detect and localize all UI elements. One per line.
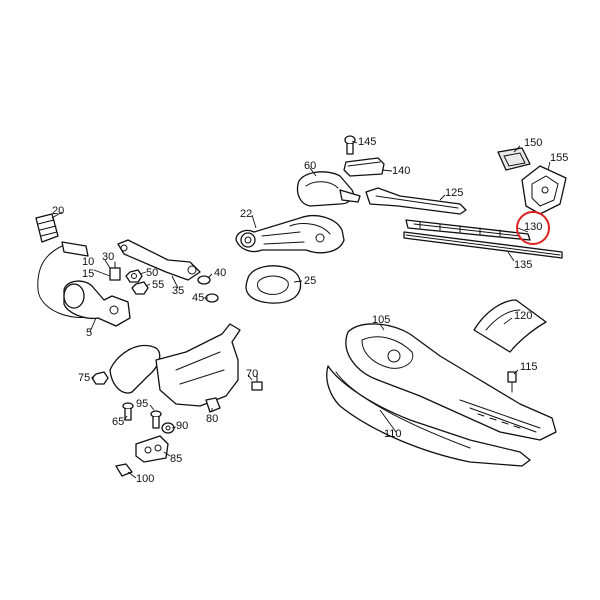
callout-100[interactable]: 100 — [136, 473, 155, 485]
callout-35[interactable]: 35 — [172, 285, 185, 297]
callout-150[interactable]: 150 — [524, 137, 543, 149]
part-140-cover — [343, 157, 385, 177]
callout-140[interactable]: 140 — [392, 165, 411, 177]
part-5-wiper-motor — [63, 280, 131, 327]
callout-105[interactable]: 105 — [372, 314, 391, 326]
highlight-ring — [516, 211, 550, 245]
callout-135[interactable]: 135 — [514, 259, 533, 271]
callout-75[interactable]: 75 — [78, 372, 91, 384]
callout-85[interactable]: 85 — [170, 453, 183, 465]
callout-130[interactable]: 130 — [524, 221, 543, 233]
callout-45[interactable]: 45 — [192, 292, 205, 304]
part-115-screw — [507, 371, 517, 393]
part-20-boot — [35, 213, 59, 243]
part-125-wiper-arm — [365, 187, 467, 215]
part-70-screw — [251, 373, 263, 391]
part-110-cowl-panel — [326, 365, 531, 467]
callout-80[interactable]: 80 — [206, 413, 219, 425]
part-80-clip — [205, 397, 221, 413]
callout-10[interactable]: 10 — [82, 256, 95, 268]
part-65-bolt — [122, 402, 134, 421]
callout-50[interactable]: 50 — [146, 267, 159, 279]
callout-5[interactable]: 5 — [86, 327, 93, 339]
leader-lines — [51, 140, 551, 479]
part-100-clip — [115, 463, 133, 477]
callout-25[interactable]: 25 — [304, 275, 317, 287]
part-150-clip — [497, 147, 531, 171]
callout-60[interactable]: 60 — [304, 160, 317, 172]
part-95-bolt — [150, 410, 162, 429]
callout-30[interactable]: 30 — [102, 251, 115, 263]
part-50-55-nuts — [125, 269, 149, 295]
part-120-seal — [473, 299, 547, 353]
callout-15[interactable]: 15 — [82, 268, 95, 280]
callout-22[interactable]: 22 — [240, 208, 253, 220]
part-30-fitting — [109, 261, 121, 281]
callout-125[interactable]: 125 — [445, 187, 464, 199]
callout-20[interactable]: 20 — [52, 205, 65, 217]
callout-145[interactable]: 145 — [358, 136, 377, 148]
part-22-linkage — [235, 215, 345, 254]
callout-95[interactable]: 95 — [136, 398, 149, 410]
callout-155[interactable]: 155 — [550, 152, 569, 164]
callout-40[interactable]: 40 — [214, 267, 227, 279]
part-85-plate — [135, 435, 169, 463]
callout-120[interactable]: 120 — [514, 310, 533, 322]
part-75-nut — [91, 371, 109, 385]
part-90-grommet — [161, 422, 175, 434]
part-25-bezel — [245, 265, 302, 304]
callout-110[interactable]: 110 — [384, 428, 402, 440]
part-35-crank-arm — [117, 239, 201, 281]
part-155-adapter — [521, 165, 567, 215]
part-bracket-assembly — [109, 323, 241, 407]
part-105-cowl-cover — [345, 323, 557, 441]
callout-90[interactable]: 90 — [176, 420, 189, 432]
part-10-connector — [37, 241, 97, 318]
part-135-blade-rubber — [403, 231, 563, 259]
callout-70[interactable]: 70 — [246, 368, 259, 380]
part-60-cap — [296, 171, 361, 207]
part-145-bolt — [344, 135, 356, 155]
callout-55[interactable]: 55 — [152, 279, 165, 291]
callout-115[interactable]: 115 — [520, 361, 538, 373]
callout-65[interactable]: 65 — [112, 416, 125, 428]
